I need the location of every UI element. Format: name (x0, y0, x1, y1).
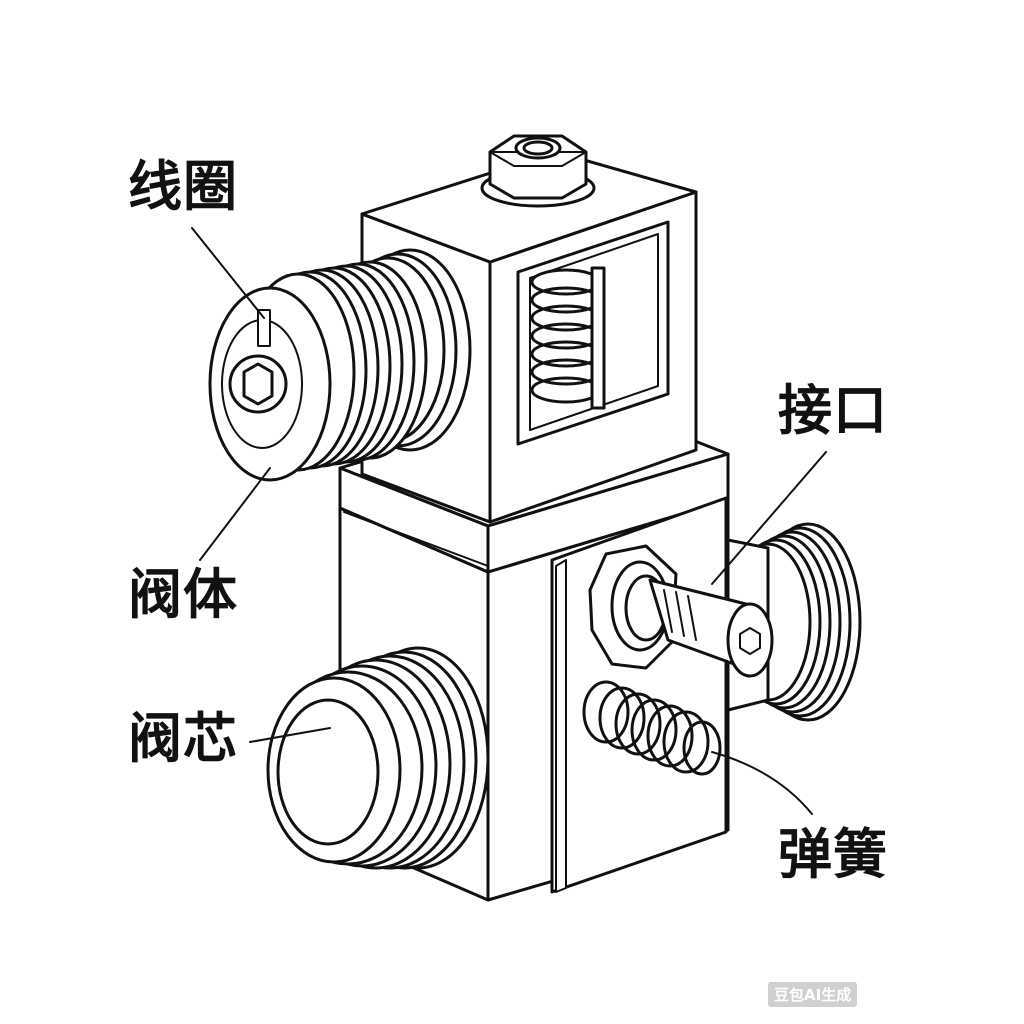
coil-assembly (208, 248, 472, 482)
valve-core-label: 阀芯 (128, 707, 238, 770)
port-leader (711, 451, 827, 585)
port-label: 接口 (778, 379, 888, 442)
right-threaded-port (724, 522, 862, 722)
plate-spring (582, 680, 722, 776)
valve-body-label: 阀体 (128, 563, 238, 626)
leader-lines (191, 227, 827, 815)
top-nut (480, 134, 596, 208)
valve-body-leader (199, 467, 271, 561)
coil-label: 线圈 (128, 155, 238, 218)
window-spring (530, 266, 606, 410)
watermark: 豆包AI生成 (768, 982, 858, 1007)
coil-leader (191, 227, 265, 319)
front-threaded-port (266, 646, 490, 870)
connector-fitting (588, 544, 774, 678)
spring-leader (711, 751, 813, 815)
spring-label: 弹簧 (778, 823, 888, 886)
valve-core-leader (249, 727, 331, 743)
